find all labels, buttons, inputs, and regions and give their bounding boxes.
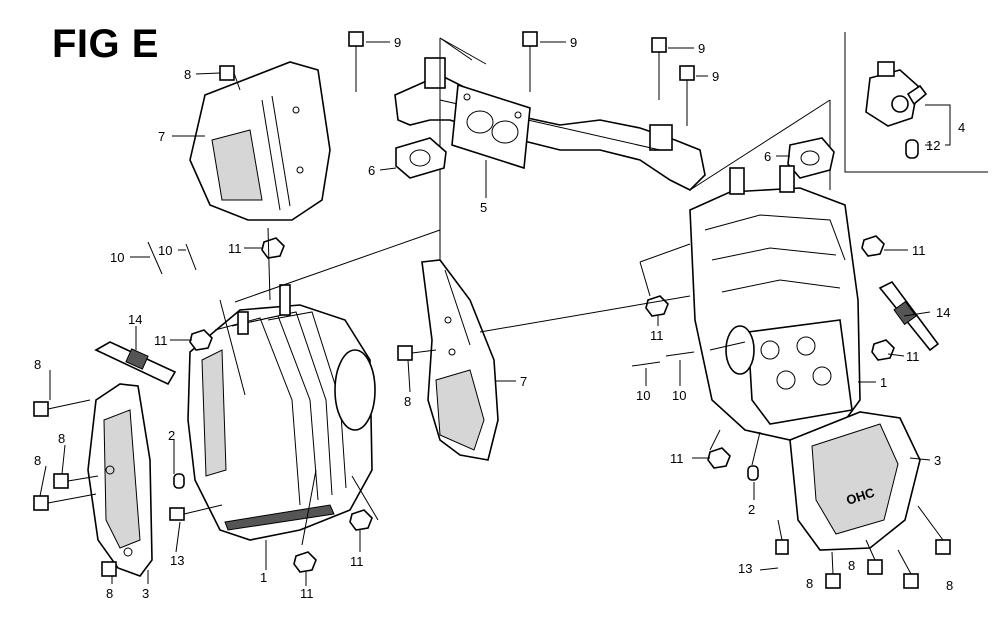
cylinder-head-left <box>187 284 376 541</box>
callout-10: 10 <box>110 250 124 265</box>
stud-10-d <box>665 351 695 357</box>
dowel-2-right <box>747 465 759 481</box>
callout-6: 6 <box>764 149 771 164</box>
cylinder-head-right <box>689 165 861 441</box>
callout-11: 11 <box>154 333 168 348</box>
callout-6: 6 <box>368 163 375 178</box>
callout-11: 11 <box>912 243 926 258</box>
rocker-cover-right: OHC <box>789 411 921 551</box>
stud-10-a <box>147 241 163 275</box>
bolt-9-c <box>651 37 667 100</box>
callout-9: 9 <box>570 35 577 50</box>
callout-5: 5 <box>480 200 487 215</box>
manifold-insulator <box>451 83 531 170</box>
callout-8: 8 <box>106 586 113 601</box>
callout-12: 12 <box>926 138 940 153</box>
callout-8: 8 <box>806 576 813 591</box>
callout-1: 1 <box>880 375 887 390</box>
nut-11-c <box>293 551 317 573</box>
callout-7: 7 <box>520 374 527 389</box>
callout-11: 11 <box>650 328 664 343</box>
gasket-left <box>395 137 447 179</box>
bolt-8-left-c <box>33 493 97 511</box>
callout-11: 11 <box>228 241 242 256</box>
nut-11-e <box>861 235 885 257</box>
spark-plug-right <box>878 280 940 352</box>
callout-2: 2 <box>168 428 175 443</box>
callout-3: 3 <box>142 586 149 601</box>
bolt-8-right-c <box>897 549 919 589</box>
dowel-2-left <box>173 473 185 489</box>
gasket-right <box>787 137 835 179</box>
callout-11: 11 <box>906 349 920 364</box>
callout-8: 8 <box>848 558 855 573</box>
callout-8: 8 <box>184 67 191 82</box>
callout-8: 8 <box>404 394 411 409</box>
nut-11-b <box>189 329 213 351</box>
callout-9: 9 <box>394 35 401 50</box>
bolt-9-d <box>679 65 695 126</box>
stud-10-c <box>631 361 661 367</box>
bolt-8-left-d <box>101 561 117 577</box>
rocker-cover-left <box>87 383 153 577</box>
callout-10: 10 <box>158 243 172 258</box>
nut-11-h <box>707 447 731 469</box>
callout-9: 9 <box>712 69 719 84</box>
callout-14: 14 <box>936 305 950 320</box>
bolt-8-middle <box>397 345 437 361</box>
callout-13: 13 <box>738 561 752 576</box>
bolt-8-right-d <box>917 505 951 555</box>
callout-11: 11 <box>670 451 684 466</box>
callout-2: 2 <box>748 502 755 517</box>
callout-11: 11 <box>300 586 314 601</box>
bolt-8-right-b <box>865 539 883 575</box>
bolt-13-left <box>169 504 223 521</box>
callout-14: 14 <box>128 312 142 327</box>
spark-plug-left <box>94 341 177 386</box>
cylinder-shroud-upper <box>189 61 331 221</box>
nut-11-g <box>871 339 895 361</box>
callout-10: 10 <box>636 388 650 403</box>
callout-1: 1 <box>260 570 267 585</box>
bolt-9-a <box>348 31 364 92</box>
bolt-8-left-b <box>53 473 99 489</box>
bolt-9-b <box>522 31 538 92</box>
callout-8: 8 <box>34 357 41 372</box>
cylinder-shroud-middle <box>421 259 499 461</box>
bolt-8-top-left <box>219 65 241 91</box>
callout-4: 4 <box>958 120 965 135</box>
stud-10-b <box>185 243 197 271</box>
bolt-8-right-a <box>825 551 841 589</box>
callout-9: 9 <box>698 41 705 56</box>
callout-8: 8 <box>58 431 65 446</box>
callout-11: 11 <box>350 554 364 569</box>
assembly-guide-lines <box>219 37 831 546</box>
callouts: 8 7 9 9 9 9 4 12 6 5 6 10 10 11 14 11 8 … <box>34 35 965 601</box>
callout-10: 10 <box>672 388 686 403</box>
callout-3: 3 <box>934 453 941 468</box>
nut-11-d <box>349 509 373 531</box>
bolt-8-left-a <box>33 399 91 417</box>
leader-lines <box>39 41 931 586</box>
callout-7: 7 <box>158 129 165 144</box>
inset-box <box>844 32 988 173</box>
callout-8: 8 <box>946 578 953 593</box>
nut-11-a <box>261 237 285 259</box>
bolt-13-right <box>775 519 789 555</box>
figure-title: FIG E <box>52 22 159 66</box>
callout-13: 13 <box>170 553 184 568</box>
nut-11-f <box>645 295 669 317</box>
callout-8: 8 <box>34 453 41 468</box>
